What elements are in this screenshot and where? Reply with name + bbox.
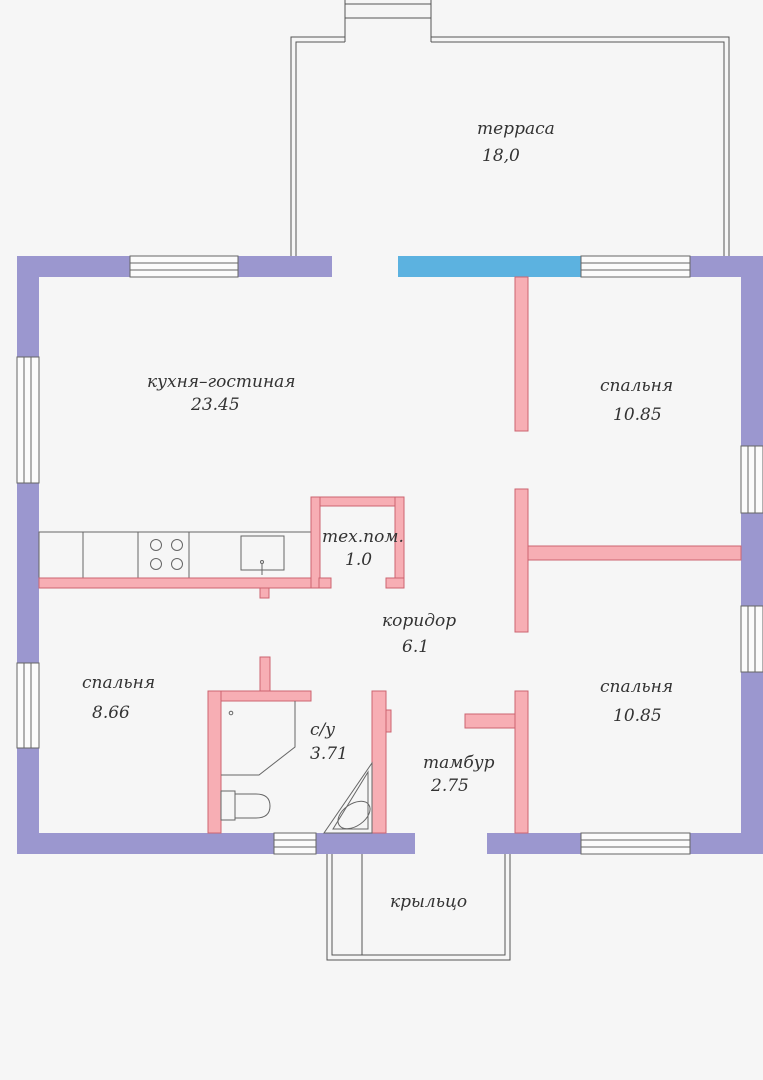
room-name: спальня [600,376,673,396]
room-area: 23.45 [190,395,240,415]
room-area: 10.85 [613,405,662,425]
room-area: 8.66 [92,703,130,723]
room-label-porch: крыльцо [390,892,467,912]
room-label-bedroom-top-right: спальня 10.85 [600,376,673,425]
room-area: 18,0 [482,146,520,166]
room-area: 2.75 [430,776,469,796]
room-name: с/у [310,720,335,740]
room-area: 10.85 [613,706,662,726]
room-name: спальня [82,673,155,693]
room-label-kitchen-living: кухня–гостиная 23.45 [147,372,296,415]
exterior-walls [17,256,763,854]
windows [16,255,763,855]
stove-icon [150,539,183,570]
sink-icon [240,535,285,575]
room-label-bathroom: с/у 3.71 [310,720,348,764]
bathroom-fixtures [221,701,296,776]
room-label-terrace: терраса 18,0 [477,119,555,166]
room-label-bedroom-bottom-right: спальня 10.85 [600,677,673,726]
room-label-corridor: коридор 6.1 [382,611,456,657]
terrace-outline [290,0,730,256]
room-label-bedroom-left: спальня 8.66 [82,673,155,723]
room-name: крыльцо [390,892,467,912]
toilet-icon [220,790,271,821]
porch-outline [326,854,511,961]
washbasin-icon [337,800,371,830]
room-name: терраса [477,119,555,139]
room-area: 3.71 [310,744,348,764]
room-name: спальня [600,677,673,697]
bathtub-icon [323,761,373,834]
room-name: кухня–гостиная [147,372,296,392]
room-label-tech-room: тех.пом. 1.0 [322,527,404,570]
room-name: тех.пом. [322,527,404,547]
room-name: тамбур [423,753,495,773]
room-area: 6.1 [402,637,429,657]
kitchen-counter [38,531,312,579]
room-label-vestibule: тамбур 2.75 [423,753,495,796]
room-area: 1.0 [345,550,372,570]
terrace-glazing [398,256,581,277]
interior-walls [38,276,742,834]
room-name: коридор [382,611,456,631]
